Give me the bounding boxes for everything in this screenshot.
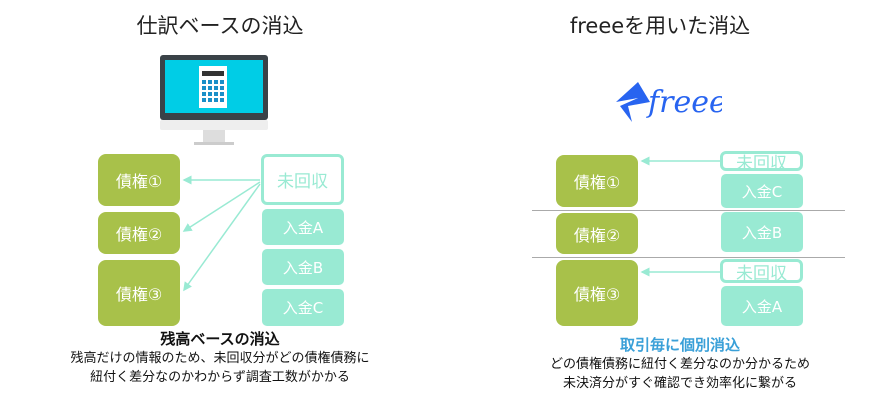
claim-1: 債権① xyxy=(98,154,180,206)
claim-1: 債権① xyxy=(556,155,638,207)
claim-2: 債権② xyxy=(556,213,638,254)
divider xyxy=(532,210,845,211)
svg-text:freee: freee xyxy=(646,85,722,120)
payment-b: 入金B xyxy=(721,212,803,252)
payment-c: 入金C xyxy=(721,174,803,208)
left-heading: 残高ベースの消込 xyxy=(160,330,280,348)
unpaid-box: 未回収 xyxy=(720,151,803,174)
payment-b: 入金B xyxy=(262,249,344,285)
freee-logo: freee xyxy=(616,82,722,122)
left-title: 仕訳ベースの消込 xyxy=(136,14,304,38)
claim-2: 債権② xyxy=(98,212,180,254)
unpaid-box: 未回収 xyxy=(261,154,344,205)
computer-calculator-icon xyxy=(160,55,268,145)
payment-a: 入金A xyxy=(721,286,803,326)
right-heading: 取引毎に個別消込 xyxy=(619,336,740,354)
unpaid-box: 未回収 xyxy=(720,259,803,284)
right-desc-2: 未決済分がすぐ確認でき効率化に繋がる xyxy=(562,376,797,391)
left-desc-1: 残高だけの情報のため、未回収分がどの債権債務に xyxy=(70,351,370,366)
claim-3: 債権③ xyxy=(556,260,638,326)
claim-3: 債権③ xyxy=(98,260,180,326)
payment-a: 入金A xyxy=(262,209,344,245)
left-desc-2: 紐付く差分なのかわからず調査工数がかかる xyxy=(90,370,350,385)
right-desc-1: どの債権債務に紐付く差分なのか分かるため xyxy=(549,357,810,372)
divider xyxy=(532,257,845,258)
payment-c: 入金C xyxy=(262,289,344,326)
right-title: freeeを用いた消込 xyxy=(569,14,751,38)
